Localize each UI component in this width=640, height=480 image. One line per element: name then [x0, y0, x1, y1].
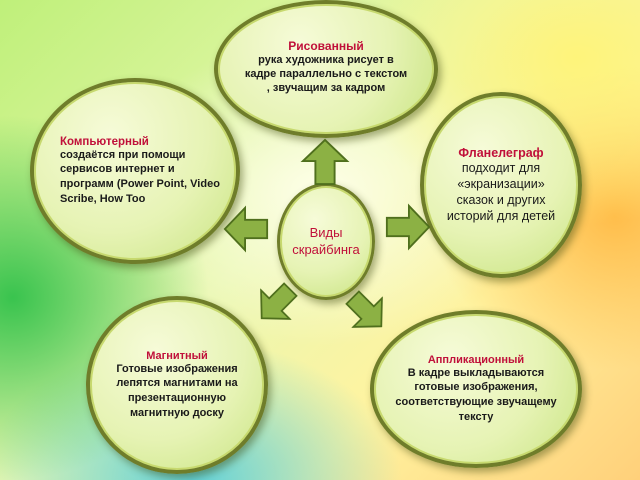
center-label: Виды скрайбинга	[292, 225, 360, 257]
node-computer-text: создаётся при помощи сервисов интернет и…	[60, 148, 220, 205]
node-drawn-title: Рисованный	[288, 38, 364, 53]
node-magnetic: Магнитный Готовые изображения лепятся ма…	[86, 296, 268, 474]
node-computer-title: Компьютерный	[60, 135, 149, 148]
node-applique: Аппликационный В кадре выкладываются гот…	[370, 310, 582, 468]
arrow-up	[297, 138, 353, 186]
arrow-down-left	[245, 273, 307, 335]
arrow-down-left-icon	[260, 282, 298, 320]
arrow-right	[385, 201, 431, 253]
center-node: Виды скрайбинга	[277, 183, 375, 300]
arrow-down-right	[336, 281, 398, 343]
arrow-left-icon	[223, 205, 269, 253]
arrow-left	[223, 203, 269, 255]
arrow-right-icon	[385, 203, 431, 251]
node-applique-text: В кадре выкладываются готовые изображени…	[395, 366, 557, 423]
node-flannel-title: Фланелеграф	[458, 145, 544, 160]
node-flannel: Фланелеграф подходит для «экранизации» с…	[420, 92, 582, 278]
arrow-down-right-icon	[345, 290, 383, 328]
arrow-up-icon	[300, 138, 350, 186]
node-magnetic-title: Магнитный	[146, 349, 208, 362]
node-flannel-text: подходит для «экранизации» сказок и друг…	[446, 160, 556, 224]
node-drawn-text: рука художника рисует в кадре параллельн…	[244, 53, 408, 95]
node-applique-title: Аппликационный	[427, 353, 525, 366]
node-computer: Компьютерный создаётся при помощи сервис…	[30, 78, 240, 264]
node-magnetic-text: Готовые изображения лепятся магнитами на…	[116, 362, 238, 419]
node-drawn: Рисованный рука художника рисует в кадре…	[214, 0, 438, 138]
